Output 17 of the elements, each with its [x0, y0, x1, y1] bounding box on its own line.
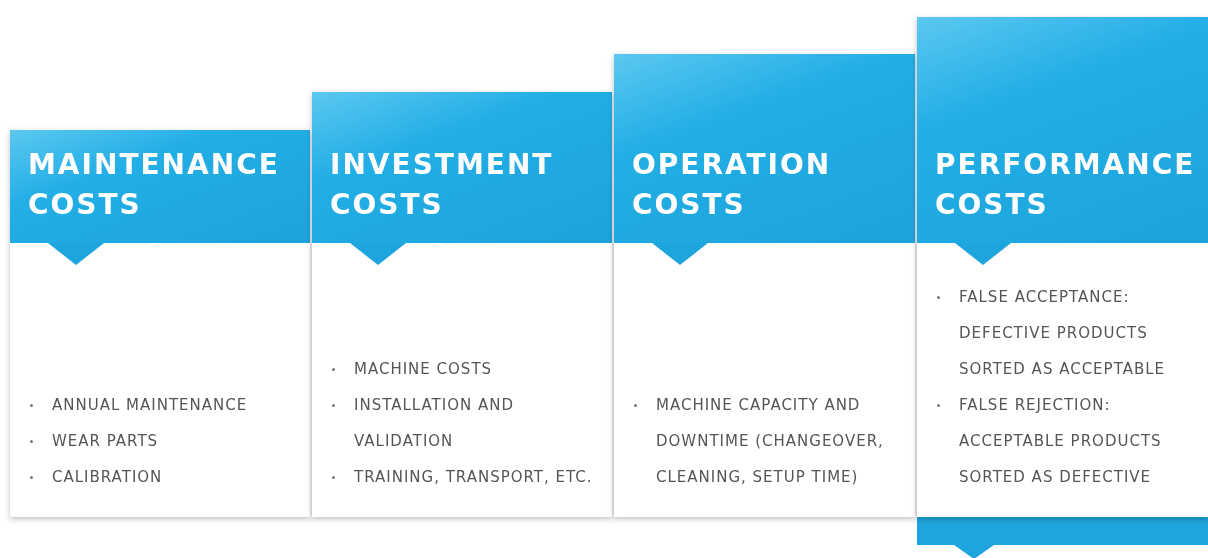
- cost-card: [10, 130, 310, 517]
- list-item-text: ANNUAL MAINTENANCE: [52, 396, 248, 414]
- list-item-text: WEAR PARTS: [52, 432, 159, 450]
- card-title: MAINTENANCE COSTS: [28, 147, 281, 223]
- list-item-text: MACHINE CAPACITY AND DOWNTIME (CHANGEOVER, CLEANING, SETUP TIME): [656, 396, 884, 486]
- cost-card: [917, 17, 1208, 517]
- card-title: OPERATION COSTS: [632, 147, 833, 223]
- card-title: PERFORMANCE COSTS: [935, 147, 1197, 223]
- list-item-text: CALIBRATION: [52, 468, 163, 486]
- list-item-text: FALSE REJECTION: ACCEPTABLE PRODUCTS SORTED AS DEFECTIVE: [959, 396, 1162, 486]
- cost-card: [614, 54, 915, 517]
- list-item-text: TRAINING, TRANSPORT, ETC.: [354, 468, 593, 486]
- cost-card: [312, 92, 612, 517]
- list-item-text: FALSE ACCEPTANCE: DEFECTIVE PRODUCTS SORTED AS ACCEPTABLE: [959, 288, 1166, 378]
- card-title: INVESTMENT COSTS: [330, 147, 555, 223]
- list-item-text: MACHINE COSTS: [354, 360, 493, 378]
- list-item-text: INSTALLATION AND VALIDATION: [354, 396, 514, 450]
